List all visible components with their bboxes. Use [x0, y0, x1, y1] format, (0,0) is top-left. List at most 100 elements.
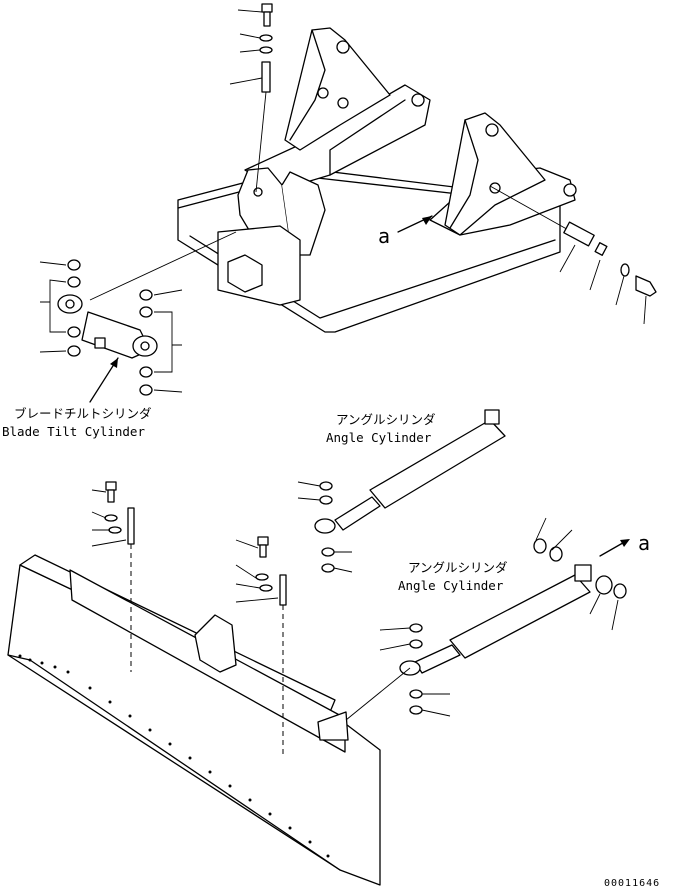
- bolt-head: [105, 481, 117, 491]
- center-pin-parts: [229, 3, 273, 193]
- tilt-cylinder-leader: [89, 231, 237, 301]
- blade-pin-left-leaders: [91, 489, 127, 547]
- bushing: [321, 547, 335, 557]
- tilt-cylinder-label-jp: ブレードチルトシリンダ: [14, 406, 152, 421]
- angle-cylinder-1-rod: [334, 496, 381, 531]
- right-pin: [563, 221, 595, 247]
- tilt-cylinder-label-en: Blade Tilt Cylinder: [2, 424, 145, 439]
- bushing: [319, 481, 333, 491]
- bushing: [409, 705, 423, 715]
- bushing: [409, 639, 423, 649]
- bolt-head: [257, 536, 269, 546]
- bushing: [409, 689, 423, 699]
- angle-cylinder-2: アングルシリンダ Angle Cylinder: [379, 517, 630, 717]
- tilt-label-arrowhead: [110, 358, 118, 368]
- blade-center-mount: [194, 614, 237, 673]
- left-bracket-leaders: [39, 261, 67, 353]
- bushing: [139, 306, 153, 318]
- washer: [108, 526, 122, 534]
- bushing: [67, 345, 81, 357]
- bolt-shank: [259, 544, 267, 558]
- tilt-cylinder-eye-hole: [65, 299, 75, 309]
- tilt-cylinder-group: [39, 231, 237, 403]
- washer: [255, 573, 269, 581]
- ref-a-frame: [397, 215, 433, 233]
- bushing: [321, 563, 335, 573]
- pin: [279, 574, 287, 606]
- ref-a-arrowhead-2: [620, 539, 630, 547]
- blade-assembly: [7, 554, 411, 886]
- angle-cylinder-1-barrel: [369, 419, 506, 509]
- frame-right-bracket-hole-1: [485, 123, 499, 137]
- washer: [104, 514, 118, 522]
- ref-a-arrowhead: [422, 216, 432, 225]
- frame-left-bracket-hole-1: [336, 40, 350, 54]
- ref-a-label-1: a: [378, 224, 390, 248]
- frame-right-bracket-edge: [449, 119, 479, 229]
- bushing: [613, 583, 627, 599]
- angle-cylinder-1-clevis: [484, 409, 500, 425]
- tilt-cylinder-port: [94, 337, 106, 349]
- bushing: [139, 384, 153, 396]
- bushing: [67, 259, 81, 271]
- blade-bolt-holes: [18, 654, 330, 858]
- ref-a-label-2: a: [638, 531, 650, 555]
- bushing: [595, 575, 613, 595]
- frame-left-bracket-hole-2: [337, 97, 349, 109]
- leader-3: [239, 49, 261, 53]
- right-washer: [620, 263, 630, 277]
- blade-pin-right-leaders: [235, 539, 279, 603]
- frame-left-bracket-hole-3: [317, 87, 329, 99]
- frame-right-bracket-hole-2: [489, 182, 501, 194]
- right-pin-leader: [489, 185, 573, 233]
- blade-right-mount: [317, 711, 349, 741]
- right-leader-3: [615, 275, 625, 306]
- frame-left-arm-hole: [411, 93, 425, 107]
- tilt-cylinder-rod-hole: [140, 341, 150, 351]
- frame-right-arm-hole: [563, 183, 577, 197]
- angle-cylinder-1-label-en: Angle Cylinder: [326, 430, 432, 445]
- blade-pin-left: [91, 481, 135, 672]
- blade-to-cylinder-leader: [345, 667, 411, 721]
- bolt-head: [261, 3, 273, 13]
- pin: [127, 507, 135, 545]
- frame-assembly: [177, 27, 577, 333]
- angle-cylinder-1: アングルシリンダ Angle Cylinder: [297, 409, 506, 573]
- bushing: [67, 326, 81, 338]
- pin-leader: [255, 91, 267, 193]
- angle-cylinder-2-label-en: Angle Cylinder: [398, 578, 504, 593]
- washer: [259, 584, 273, 592]
- frame-center-hole: [253, 187, 263, 197]
- angle-cylinder-2-leaders-left: [379, 627, 451, 717]
- bolt-shank: [263, 11, 271, 27]
- bushing: [139, 289, 153, 301]
- angle-cylinder-1-label-jp: アングルシリンダ: [336, 412, 436, 427]
- drawing-number: 00011646: [604, 878, 660, 889]
- blade-cutting-edge: [7, 654, 341, 871]
- washer-2: [259, 46, 273, 54]
- right-collar: [594, 242, 608, 256]
- frame-left-bracket: [284, 27, 391, 151]
- bushing: [67, 276, 81, 288]
- angle-cylinder-2-clevis: [574, 564, 592, 582]
- angle-cylinder-2-barrel: [449, 574, 591, 659]
- right-leader-1: [559, 244, 576, 273]
- bushing: [319, 495, 333, 505]
- washer: [259, 34, 273, 42]
- angle-cylinder-1-rod-eye: [314, 518, 336, 534]
- bushing: [139, 366, 153, 378]
- bushing: [409, 623, 423, 633]
- bushing: [549, 546, 563, 562]
- leader-4: [229, 77, 263, 85]
- frame-lower-mount: [227, 254, 263, 293]
- angle-cylinder-2-label-jp: アングルシリンダ: [408, 560, 508, 575]
- right-bracket-leaders: [153, 289, 183, 393]
- bushing: [533, 538, 547, 554]
- angle-cylinder-1-leaders: [297, 481, 353, 573]
- frame-right-bracket: [444, 112, 546, 236]
- right-leader-2: [589, 259, 601, 291]
- blade-pin-right: [235, 536, 287, 755]
- right-leader-4: [643, 295, 647, 325]
- right-pin-parts: [489, 185, 657, 325]
